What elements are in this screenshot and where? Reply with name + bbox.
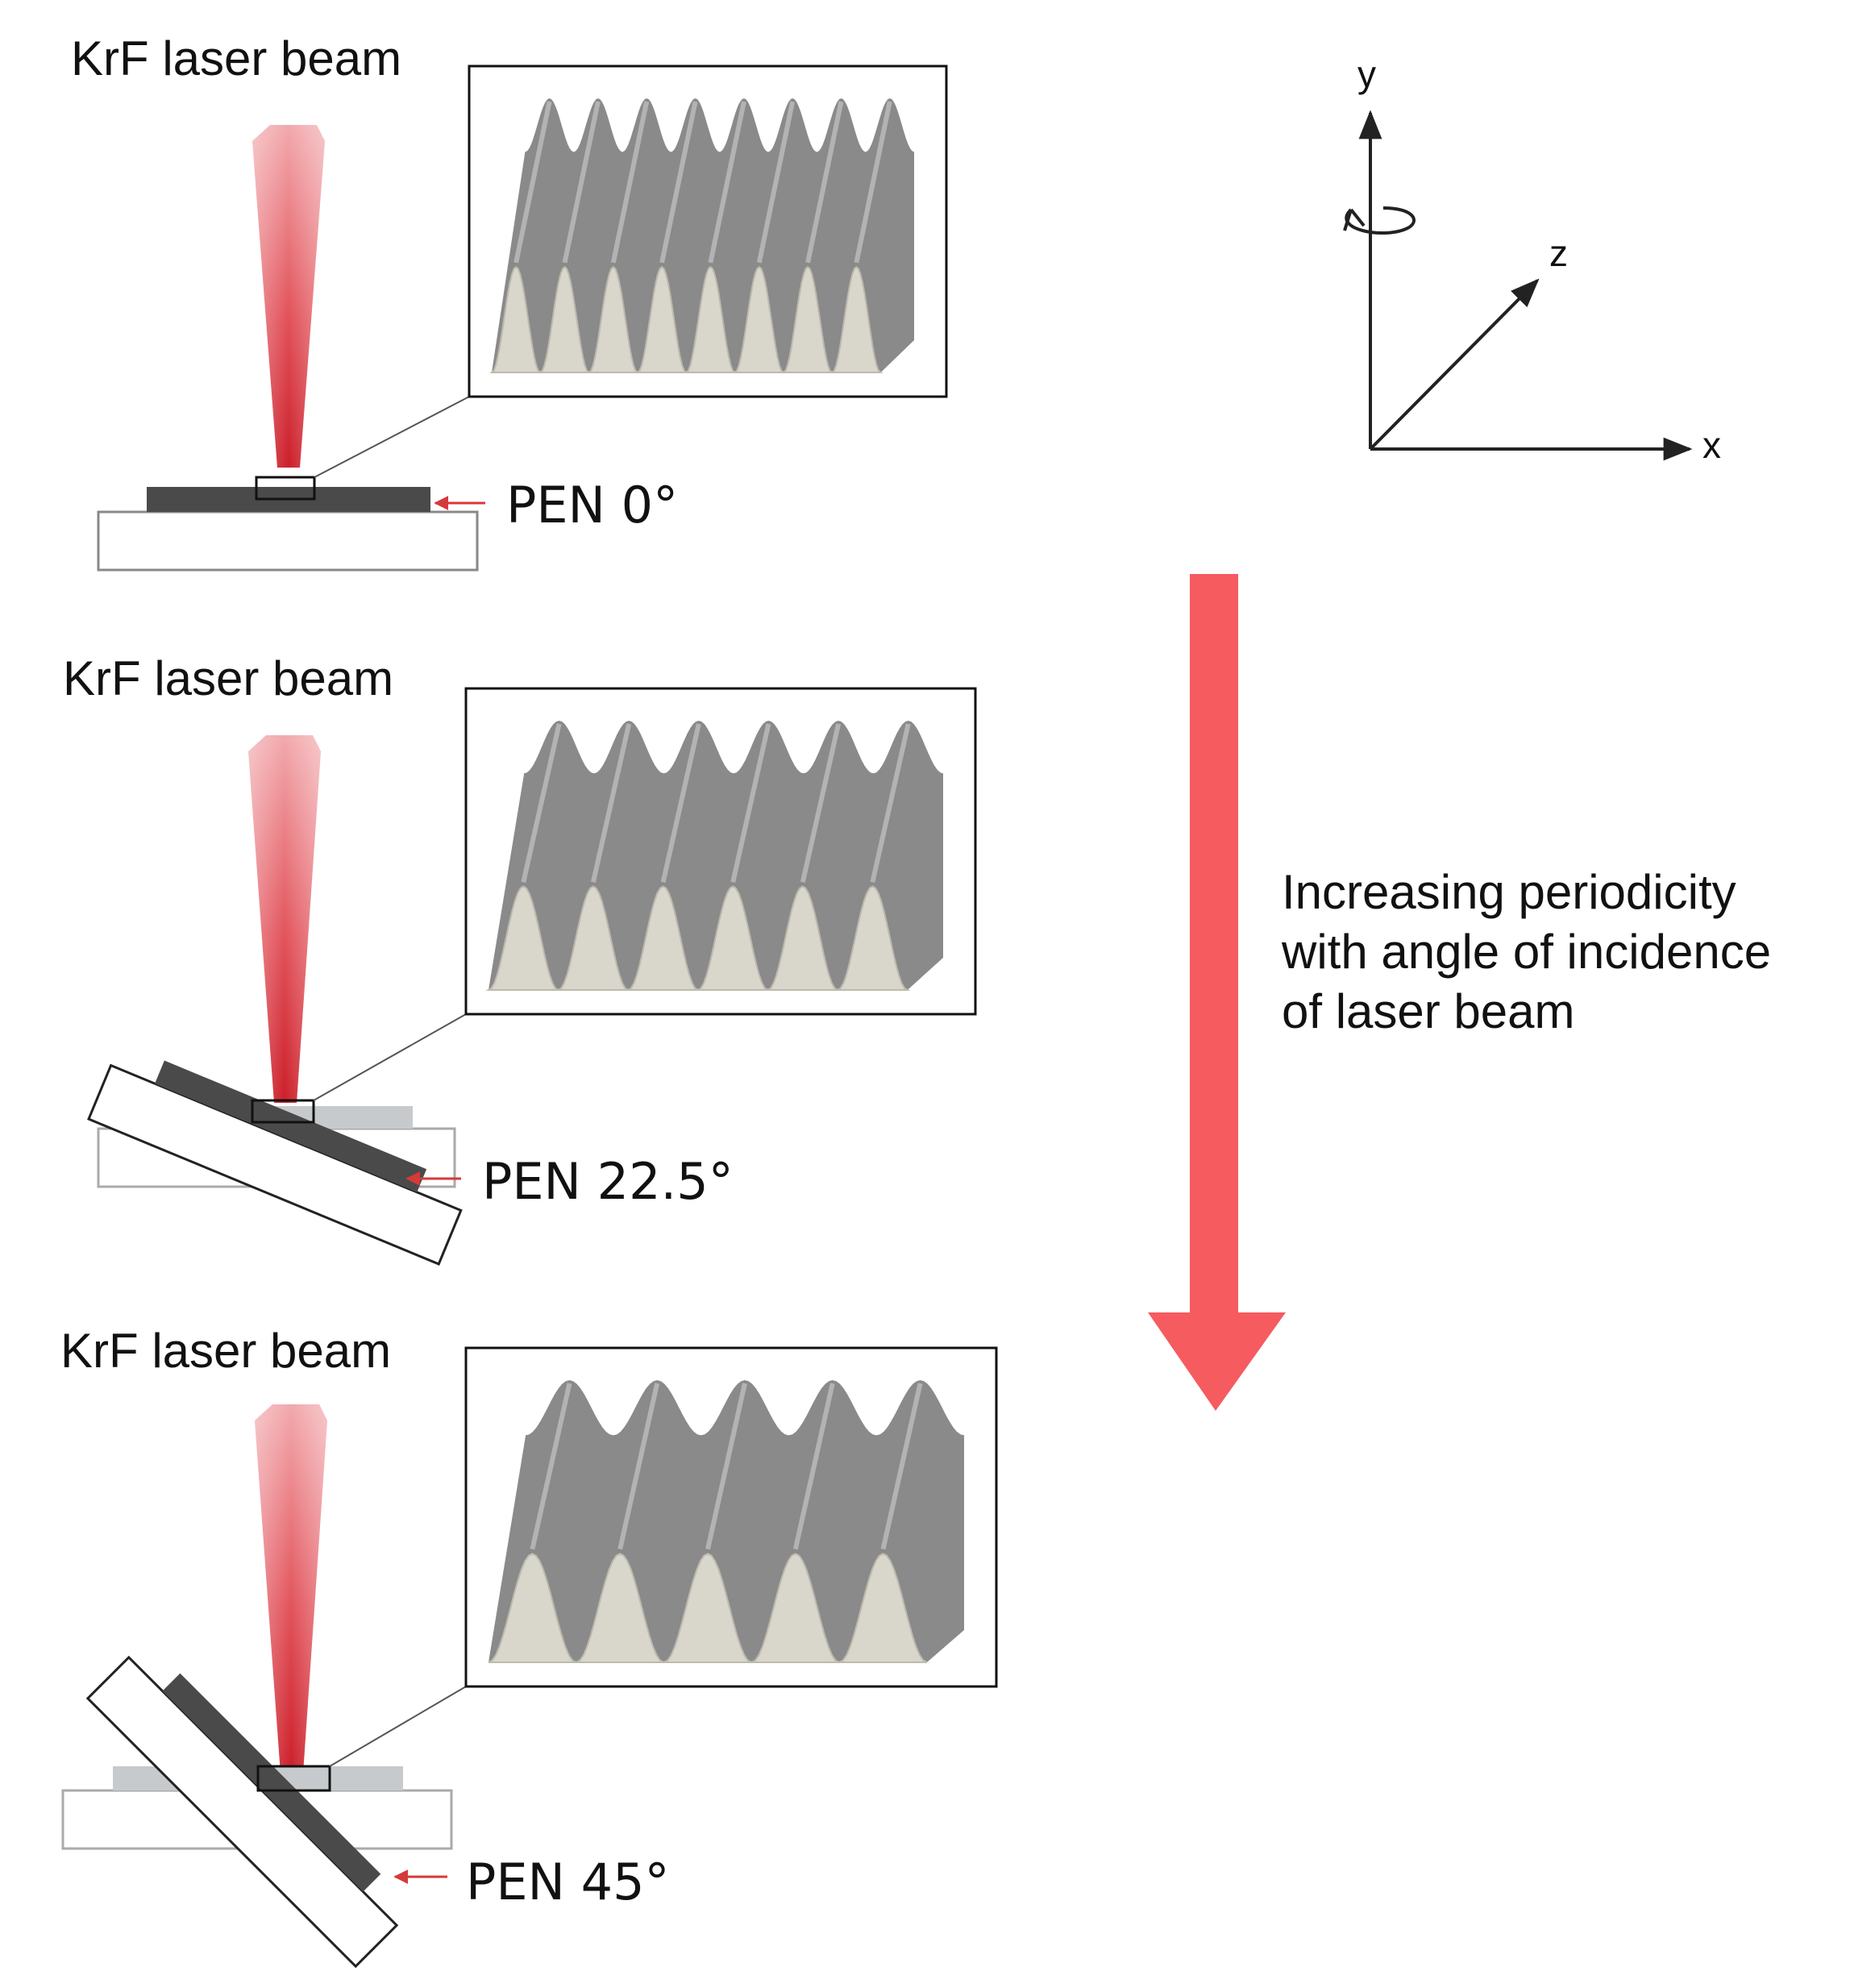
beam-label: KrF laser beam [60, 1324, 391, 1378]
ripple-crest [660, 723, 701, 883]
panel-pen-0: KrF laser beam PEN 0° [71, 31, 948, 572]
x-axis-label: x [1702, 424, 1721, 466]
ripple-ridges [488, 721, 943, 990]
ripple-crest [756, 101, 796, 264]
ripple-crest [800, 723, 842, 883]
pen-angle-label: PEN 22.5° [482, 1152, 734, 1211]
pen-angle-label: PEN 0° [506, 476, 678, 534]
ripple-crest [521, 723, 562, 883]
zoom-leader [313, 1013, 467, 1101]
ripple-crest [513, 101, 552, 264]
ripple-surface [489, 98, 914, 374]
trend-arrow [1148, 574, 1286, 1411]
ripple-ridges [492, 98, 914, 372]
z-axis-label: z [1549, 232, 1568, 274]
ripple-crest [617, 1383, 660, 1550]
focus-marker [255, 476, 316, 501]
trend-caption-line: of laser beam [1282, 984, 1575, 1038]
ripple-surface [488, 1380, 964, 1664]
rotation-icon [1343, 206, 1416, 235]
beam-label: KrF laser beam [71, 31, 401, 85]
trend-caption-line: with angle of incidence [1281, 925, 1771, 979]
ripple-crest [590, 723, 632, 883]
laser-beam [252, 125, 325, 468]
ripple-surface [485, 721, 943, 992]
tilted-sample [87, 1060, 463, 1266]
ripple-ridges [488, 1380, 964, 1662]
ripple-crest [708, 101, 746, 264]
sample-stage [97, 510, 479, 572]
ripple-crest [792, 1383, 835, 1550]
ripple-crest [805, 101, 844, 264]
ripple-cross-section [489, 265, 883, 374]
panel-pen-22-5: KrF laser beam PEN 22.5° [63, 651, 977, 1266]
ripple-crest [870, 723, 911, 883]
ripple-crest [880, 1383, 923, 1550]
ripple-crest [530, 1383, 572, 1550]
ripple-crest [854, 101, 892, 264]
coordinate-axes: y x z [1343, 53, 1721, 466]
focus-marker [251, 1099, 315, 1124]
laser-beam [248, 735, 321, 1103]
focus-marker [256, 1765, 331, 1792]
laser-beam [255, 1404, 327, 1774]
pen-angle-label: PEN 45° [466, 1853, 670, 1911]
pen-film [162, 1673, 381, 1892]
ripple-crest [705, 1383, 747, 1550]
y-axis-label: y [1357, 53, 1376, 95]
beam-label: KrF laser beam [63, 651, 393, 705]
ripple-crest [659, 101, 698, 264]
ripple-crest [562, 101, 601, 264]
zoom-leader [314, 396, 470, 478]
z-axis [1369, 278, 1540, 451]
trend-caption-line: Increasing periodicity [1282, 865, 1736, 919]
pen-film [155, 1060, 427, 1192]
ripple-cross-section [488, 1553, 928, 1664]
zoom-leader [329, 1686, 467, 1767]
ripple-cross-section [485, 885, 911, 992]
panel-pen-45: KrF laser beam PEN 45° [60, 1324, 998, 1969]
trend-caption: Increasing periodicity with angle of inc… [1281, 865, 1785, 1038]
ripple-crest [730, 723, 771, 883]
ripple-crest [610, 101, 650, 264]
